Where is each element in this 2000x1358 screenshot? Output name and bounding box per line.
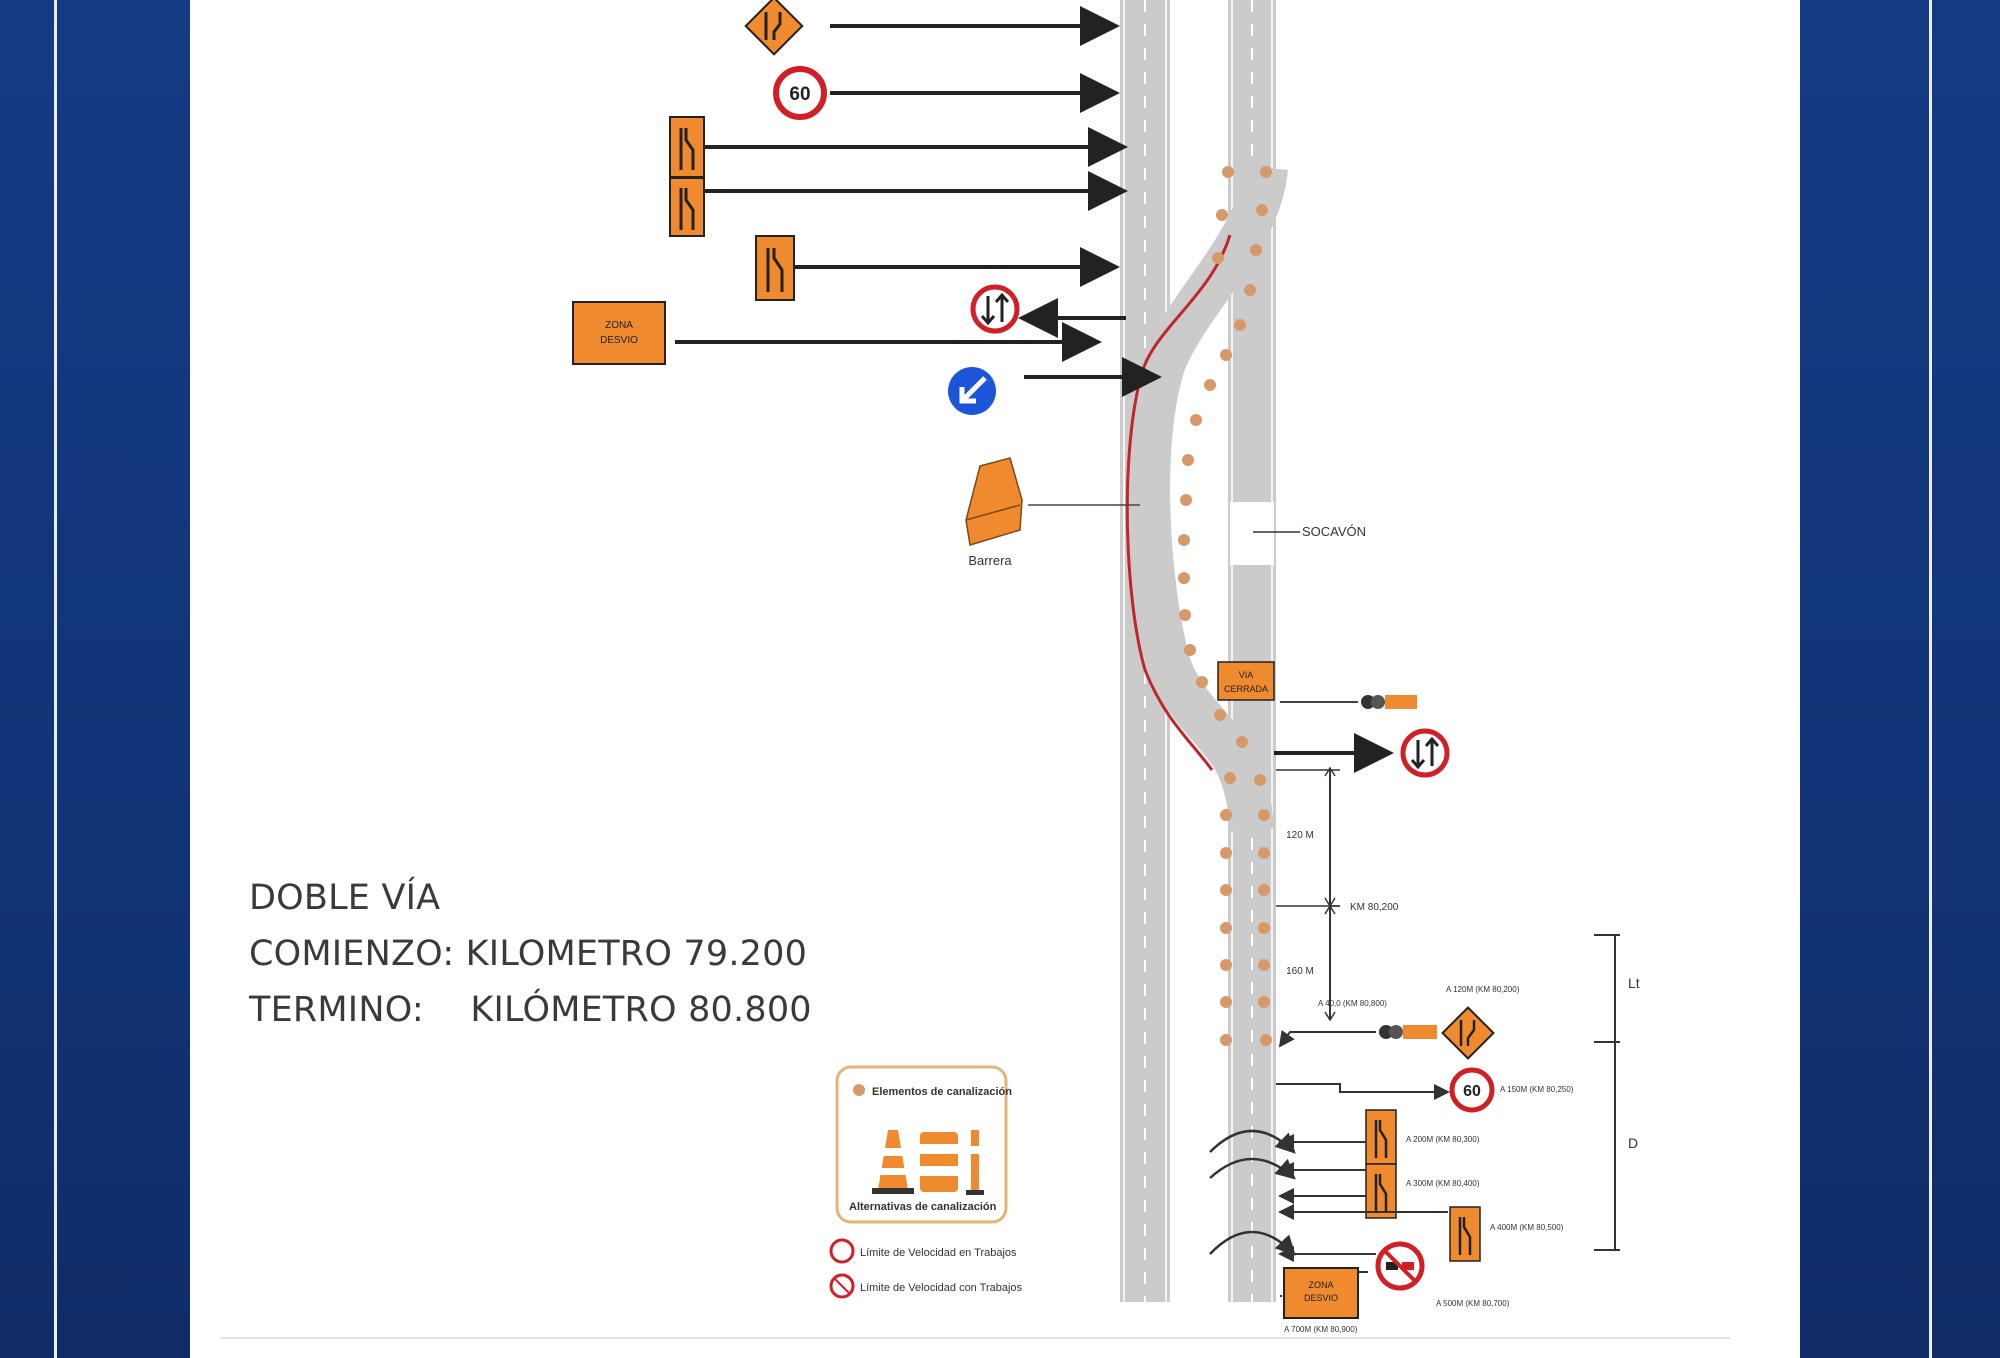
delineator-icon — [966, 1130, 984, 1195]
speed-legend-text-1: Límite de Velocidad en Trabajos — [860, 1247, 1017, 1259]
dim-km-label: KM 80,200 — [1350, 902, 1399, 913]
annotation-4: A 200M (KM 80,300) — [1406, 1135, 1480, 1144]
lane-shift-diamond-bottom — [1441, 1006, 1495, 1060]
legend-footer: Alternativas de canalización — [849, 1201, 997, 1213]
drum-icon — [920, 1132, 958, 1192]
socavon-label: SOCAVÓN — [1302, 524, 1366, 539]
flashing-light-icon-1 — [1361, 695, 1417, 709]
speed-limit-value-bottom: 60 — [1463, 1083, 1481, 1100]
info-start-value: KILOMETRO 79.200 — [465, 934, 808, 974]
sign-lane-shift-diamond — [744, 0, 804, 56]
annotation-7: A 500M (KM 80,700) — [1436, 1299, 1510, 1308]
socavon-hole: SOCAVÓN — [1230, 502, 1366, 565]
via-cerrada-line2: CERRADA — [1224, 684, 1268, 694]
traffic-diagram: SOCAVÓN 60 — [220, 0, 1730, 1339]
diagram-panel: SOCAVÓN 60 — [190, 0, 1800, 1358]
via-cerrada-sign: VIA CERRADA — [1217, 661, 1275, 701]
dimension-lt-d: Lt D — [1594, 934, 1640, 1251]
channelization-dots — [1178, 166, 1272, 1046]
info-line-start: COMIENZO: KILOMETRO 79.200 — [249, 926, 809, 982]
cone-icon — [872, 1130, 914, 1194]
info-end-label: TERMINO: — [249, 990, 424, 1030]
via-cerrada-line1: VIA — [1239, 670, 1254, 680]
zona-desvio-sign-top: ZONA DESVIO — [572, 301, 666, 365]
annotation-1: A 120M (KM 80,200) — [1446, 985, 1520, 994]
lane-closure-sign-1 — [669, 116, 705, 178]
two-way-traffic-sign-mid — [1400, 728, 1450, 778]
frame-line-right — [1929, 0, 1932, 1358]
speed-legend-row-2: Límite de Velocidad con Trabajos — [829, 1273, 1023, 1299]
turning-arcs — [1209, 1129, 1296, 1256]
annotation-3: A 150M (KM 80,250) — [1500, 1085, 1574, 1094]
dim-lt-label: Lt — [1628, 975, 1640, 991]
zona-desvio-line2-bottom: DESVIO — [1304, 1293, 1338, 1303]
dim-b-label: 160 M — [1286, 966, 1314, 977]
annotation-8: A 700M (KM 80,900) — [1284, 1325, 1358, 1334]
arrow-bottom-2 — [1276, 1083, 1450, 1100]
flashing-light-icon-2 — [1379, 1025, 1437, 1039]
zona-desvio-line1-top: ZONA — [605, 320, 633, 331]
zona-desvio-line2-top: DESVIO — [600, 335, 638, 346]
barrier-icon: Barrera — [965, 457, 1023, 568]
annotation-5: A 300M (KM 80,400) — [1406, 1179, 1480, 1188]
speed-limit-sign-top: 60 — [773, 66, 827, 120]
info-line-type: DOBLE VÍA — [249, 870, 809, 926]
zona-desvio-sign-bottom: ZONA DESVIO — [1283, 1267, 1359, 1319]
annotation-2: A 40,0 (KM 80,800) — [1318, 999, 1387, 1008]
info-start-label: COMIENZO: — [249, 934, 455, 974]
dim-a-label: 120 M — [1286, 830, 1314, 841]
info-road-type: DOBLE VÍA — [249, 878, 441, 918]
dim-d-label: D — [1628, 1135, 1638, 1151]
legend-title: Elementos de canalización — [872, 1086, 1012, 1098]
lane-closure-sign-bottom-3 — [1449, 1206, 1481, 1262]
project-info: DOBLE VÍA COMIENZO: KILOMETRO 79.200 TER… — [249, 870, 812, 1038]
barrier-label: Barrera — [968, 553, 1012, 568]
legend-box: Elementos de canalización Alternativas d… — [835, 1065, 1012, 1224]
annotation-6: A 400M (KM 80,500) — [1490, 1223, 1564, 1232]
arrow-bottom-1 — [1278, 1029, 1376, 1048]
speed-limit-value-top: 60 — [789, 84, 810, 105]
info-line-end: TERMINO: KILÓMETRO 80.800 — [249, 982, 812, 1038]
lane-closure-sign-2 — [669, 177, 705, 237]
speed-limit-sign-bottom: 60 — [1449, 1067, 1495, 1113]
info-end-value: KILÓMETRO 80.800 — [470, 990, 812, 1030]
keep-left-sign — [948, 367, 996, 415]
frame-line-left — [54, 0, 57, 1358]
lane-closure-sign-bottom-2 — [1365, 1163, 1397, 1219]
dimension-lines: 120 M KM 80,200 160 M — [1276, 766, 1399, 1022]
no-overtaking-sign — [1375, 1241, 1425, 1291]
lane-closure-sign-3 — [755, 235, 795, 301]
lane-closure-sign-bottom-1 — [1365, 1109, 1397, 1165]
two-way-traffic-sign-top — [970, 284, 1020, 334]
detour-crossover — [1126, 165, 1288, 832]
detour-red-line — [1125, 234, 1232, 771]
speed-legend-row-1: Límite de Velocidad en Trabajos — [829, 1238, 1017, 1264]
zona-desvio-line1-bottom: ZONA — [1308, 1280, 1333, 1290]
speed-legend-text-2: Límite de Velocidad con Trabajos — [860, 1282, 1023, 1294]
